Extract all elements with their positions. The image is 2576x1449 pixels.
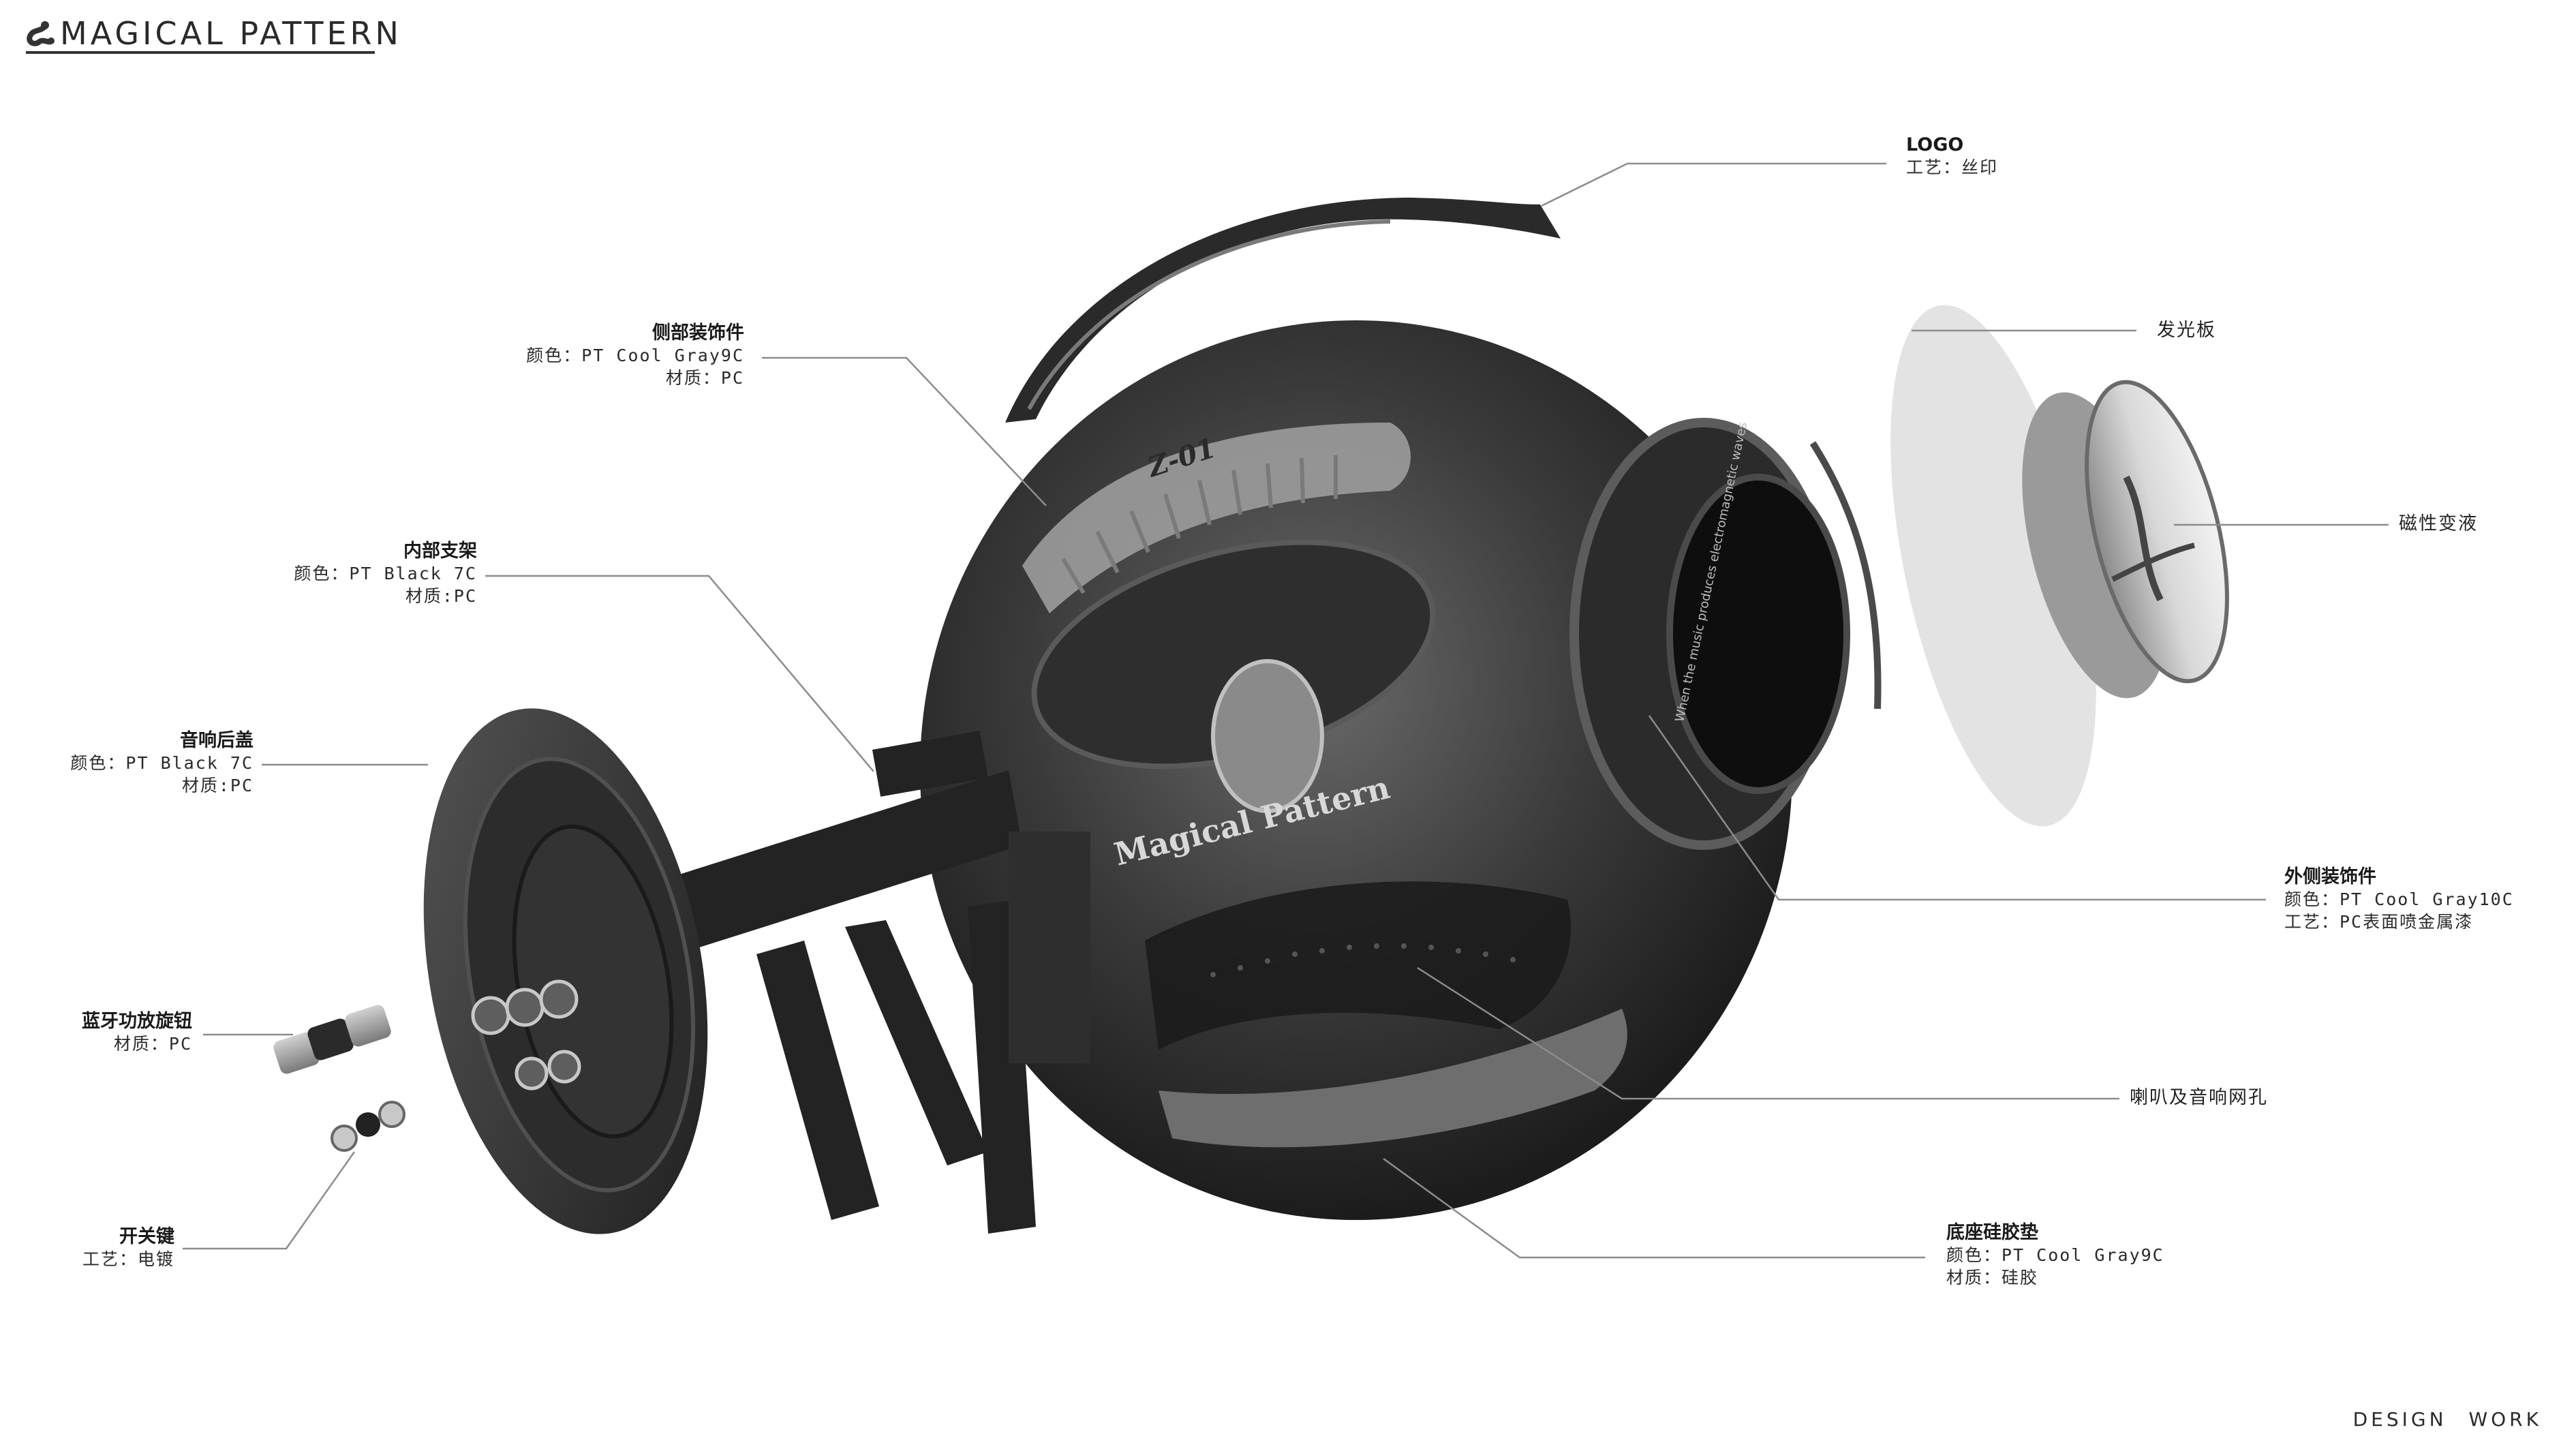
callout-spec: 材质：硅胶 — [1946, 1268, 2039, 1287]
power-key-parts — [331, 1101, 405, 1152]
callout-title: LOGO — [1906, 134, 1964, 155]
callout-spec: 工艺：PC表面喷金属漆 — [2284, 912, 2474, 932]
callout-title: 蓝牙功放旋钮 — [82, 1011, 192, 1032]
callout-title: 开关键 — [119, 1226, 174, 1247]
callout-outer-trim: 外侧装饰件 颜色：PT Cool Gray10C 工艺：PC表面喷金属漆 — [2284, 866, 2514, 933]
callout-spec: 颜色：PT Cool Gray9C — [526, 346, 744, 365]
callout-inner-bracket: 内部支架 颜色：PT Black 7C 材质:PC — [294, 540, 477, 607]
callout-spec: 材质：PC — [665, 368, 744, 388]
callout-ferrofluid: 磁性变液 — [2399, 513, 2478, 534]
callout-speaker-grille: 喇叭及音响网孔 — [2130, 1087, 2268, 1108]
callout-side-trim: 侧部装饰件 颜色：PT Cool Gray9C 材质：PC — [526, 322, 744, 389]
speaker-body: Z-01 Magical Pattern When the music prod… — [920, 320, 1850, 1220]
callout-title: 底座硅胶垫 — [1946, 1222, 2038, 1243]
callout-light-panel: 发光板 — [2157, 320, 2216, 341]
inner-bracket-frame — [600, 731, 1090, 1234]
callout-spec: 工艺：电镀 — [82, 1249, 174, 1269]
rear-cover-disc — [423, 708, 708, 1234]
callout-logo: LOGO 工艺：丝印 — [1906, 134, 1998, 179]
molecule-logo-icon — [27, 21, 55, 46]
ferrofluid-puck — [2022, 380, 2229, 699]
brand-underline — [26, 51, 375, 54]
callout-title: 侧部装饰件 — [652, 322, 744, 344]
callout-rear-cover: 音响后盖 颜色：PT Black 7C 材质:PC — [70, 729, 254, 797]
brand-header: MAGICAL PATTERN — [26, 15, 402, 52]
callout-spec: 材质:PC — [405, 586, 477, 606]
logo-arc-piece — [1005, 198, 1561, 423]
callout-title: 内部支架 — [403, 540, 477, 562]
bt-amp-knob-parts — [273, 1005, 391, 1074]
callout-title: 音响后盖 — [180, 730, 254, 751]
callout-power-key: 开关键 工艺：电镀 — [82, 1225, 174, 1270]
callout-spec: 材质：PC — [113, 1034, 192, 1054]
leader-lines — [183, 162, 2389, 1259]
callout-title: 外侧装饰件 — [2284, 866, 2376, 887]
callout-spec: 颜色：PT Black 7C — [70, 753, 254, 773]
callout-spec: 工艺：丝印 — [1906, 157, 1999, 177]
callout-base-pad: 底座硅胶垫 颜色：PT Cool Gray9C 材质：硅胶 — [1946, 1221, 2164, 1289]
outer-trim-strip — [1809, 441, 1882, 710]
callout-spec: 颜色：PT Cool Gray10C — [2284, 889, 2514, 909]
brand-name: MAGICAL PATTERN — [60, 15, 402, 52]
callout-spec: 颜色：PT Cool Gray9C — [1946, 1245, 2164, 1265]
callout-bt-amp-knob: 蓝牙功放旋钮 材质：PC — [82, 1010, 192, 1055]
footer-label: DESIGN WORK — [2352, 1408, 2542, 1431]
callout-spec: 颜色：PT Black 7C — [294, 564, 477, 583]
callout-spec: 材质:PC — [181, 776, 254, 795]
